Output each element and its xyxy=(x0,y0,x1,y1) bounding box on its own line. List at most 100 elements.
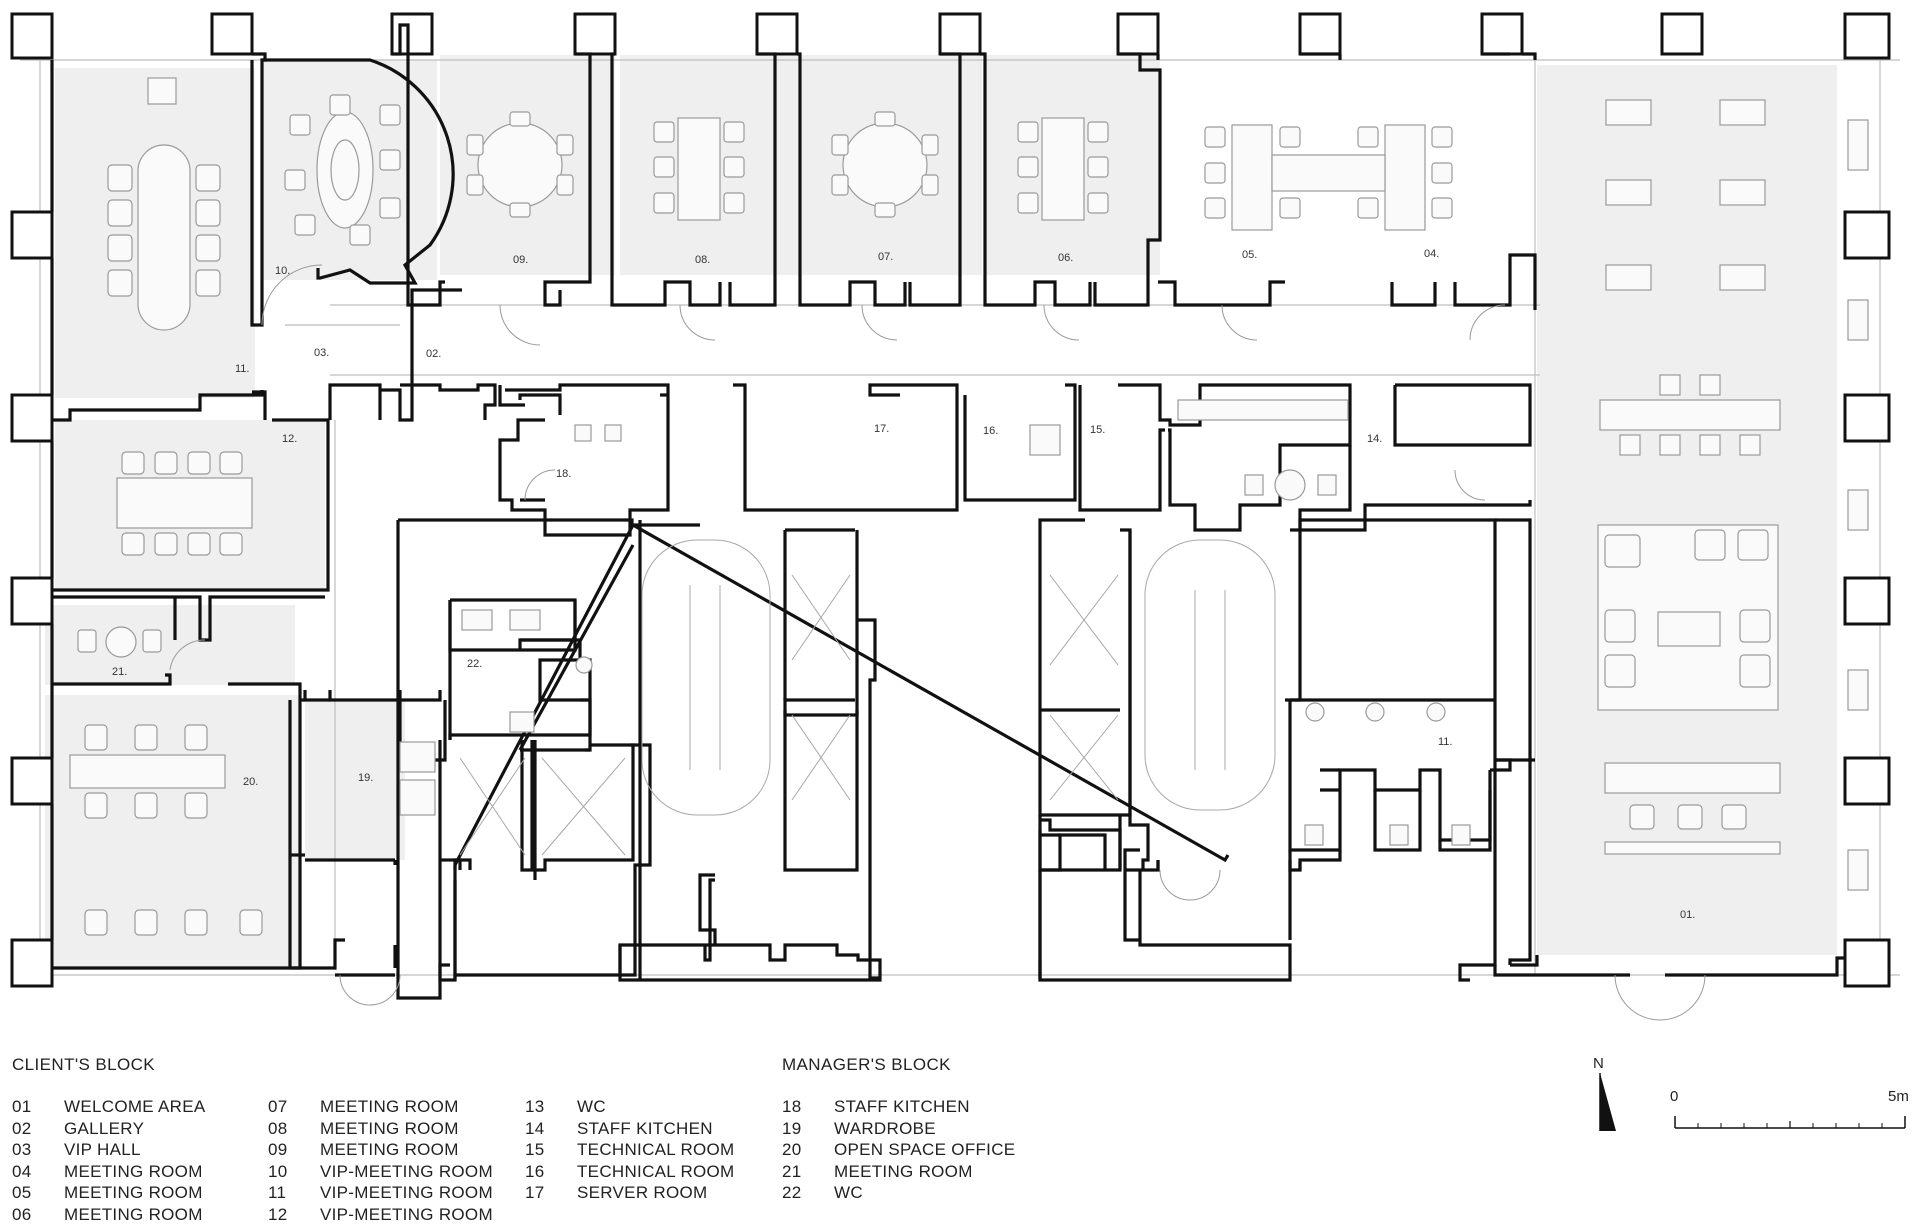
legend-row-number: 02 xyxy=(12,1118,32,1138)
legend-row-name: WC xyxy=(834,1183,863,1202)
legend-row: 01 WELCOME AREA xyxy=(12,1097,206,1119)
legend-row-name: STAFF KITCHEN xyxy=(834,1097,970,1116)
room-floors xyxy=(45,55,1837,970)
north-arrow: N xyxy=(1590,1055,1620,1135)
room-label-03: 03. xyxy=(314,347,329,359)
legend-row-name: MEETING ROOM xyxy=(320,1118,459,1138)
legend-row: 03 VIP HALL xyxy=(12,1140,206,1162)
room-label-09: 09. xyxy=(513,254,528,266)
room-label-10: 10. xyxy=(275,265,290,277)
legend-row: 16 TECHNICAL ROOM xyxy=(525,1162,735,1184)
north-arrow-icon xyxy=(1599,1073,1616,1131)
legend-row-number: 15 xyxy=(525,1140,545,1159)
walls xyxy=(50,23,1845,1000)
legend-row: 12 VIP-MEETING ROOM xyxy=(268,1205,493,1227)
legend-row-name: MEETING ROOM xyxy=(64,1183,203,1202)
legend-row-name: VIP-MEETING ROOM xyxy=(320,1204,493,1224)
legend-row-number: 07 xyxy=(268,1097,288,1116)
legend-row-name: VIP-MEETING ROOM xyxy=(320,1183,493,1202)
legend-row: 20 OPEN SPACE OFFICE xyxy=(782,1140,1015,1162)
room-label-19: 19. xyxy=(358,772,373,784)
room-label-04: 04. xyxy=(1424,248,1439,260)
legend-row-number: 13 xyxy=(525,1097,545,1116)
legend-row-name: VIP-MEETING ROOM xyxy=(320,1161,493,1181)
room-label-01: 01. xyxy=(1680,909,1695,921)
legend-row-name: MEETING ROOM xyxy=(320,1097,459,1116)
legend-row: 08 MEETING ROOM xyxy=(268,1119,493,1141)
room-label-05: 05. xyxy=(1242,249,1257,261)
scale-start-label: 0 xyxy=(1670,1088,1679,1105)
legend-row: 19 WARDROBE xyxy=(782,1119,1015,1141)
legend-row-name: TECHNICAL ROOM xyxy=(577,1161,735,1181)
legend-row-name: MEETING ROOM xyxy=(320,1140,459,1159)
legend-row: 02 GALLERY xyxy=(12,1119,206,1141)
floor-wardrobe xyxy=(305,700,405,860)
legend-row-name: WELCOME AREA xyxy=(64,1097,206,1116)
legend-row: 10 VIP-MEETING ROOM xyxy=(268,1162,493,1184)
room-label-08: 08. xyxy=(695,254,710,266)
room-label-17: 17. xyxy=(874,423,889,435)
legend-row-number: 05 xyxy=(12,1183,32,1202)
legend-row-number: 20 xyxy=(782,1140,802,1159)
scale-end-label: 5m xyxy=(1888,1088,1909,1105)
room-label-11b: 11. xyxy=(1438,736,1452,748)
room-label-11a: 11. xyxy=(235,363,249,375)
legend-row-number: 18 xyxy=(782,1097,802,1116)
room-label-21: 21. xyxy=(112,666,127,678)
legend-row: 22 WC xyxy=(782,1183,1015,1205)
legend-row: 11 VIP-MEETING ROOM xyxy=(268,1183,493,1205)
legend-row-number: 11 xyxy=(268,1183,287,1202)
legend-row-number: 09 xyxy=(268,1140,288,1159)
legend-row-name: TECHNICAL ROOM xyxy=(577,1140,735,1159)
room-label-12: 12. xyxy=(282,433,297,445)
legend-row-number: 14 xyxy=(525,1118,545,1138)
legend-row-name: STAFF KITCHEN xyxy=(577,1118,713,1138)
room-label-16: 16. xyxy=(983,425,998,437)
legend-row-number: 06 xyxy=(12,1204,32,1224)
room-label-15: 15. xyxy=(1090,424,1105,436)
legend-manager-column: 18 STAFF KITCHEN 19 WARDROBE 20 OPEN SPACE … xyxy=(782,1097,1015,1205)
legend-row-number: 04 xyxy=(12,1161,32,1181)
legend-row-number: 10 xyxy=(268,1161,288,1181)
legend-row-name: GALLERY xyxy=(64,1118,145,1138)
scale-bar: 0 5m xyxy=(1670,1088,1910,1138)
room-labels: 01. 02. 03. 04. 05. 06. 07. 08. 09. 10. … xyxy=(112,248,1695,921)
legend-client-block-title: CLIENT'S BLOCK xyxy=(12,1055,155,1074)
legend-row-number: 16 xyxy=(525,1161,545,1181)
legend-row-number: 12 xyxy=(268,1204,288,1224)
legend-row: 07 MEETING ROOM xyxy=(268,1097,493,1119)
legend-row-number: 08 xyxy=(268,1118,288,1138)
legend-row: 14 STAFF KITCHEN xyxy=(525,1119,735,1141)
door-swings xyxy=(169,264,1706,1021)
room-label-06: 06. xyxy=(1058,252,1073,264)
room-label-14: 14. xyxy=(1367,433,1382,445)
legend-row-name: WARDROBE xyxy=(834,1118,936,1138)
scale-ruler xyxy=(1674,1116,1906,1129)
room-label-20: 20. xyxy=(243,776,258,788)
legend-row-name: MEETING ROOM xyxy=(834,1161,973,1181)
legend-row-name: SERVER ROOM xyxy=(577,1183,708,1202)
legend-row: 18 STAFF KITCHEN xyxy=(782,1097,1015,1119)
north-label: N xyxy=(1593,1055,1604,1072)
legend-row-name: MEETING ROOM xyxy=(64,1161,203,1181)
legend-row-number: 17 xyxy=(525,1183,545,1202)
legend-row: 04 MEETING ROOM xyxy=(12,1162,206,1184)
room-label-18: 18. xyxy=(556,468,571,480)
legend-row-name: OPEN SPACE OFFICE xyxy=(834,1140,1016,1159)
legend-row-number: 19 xyxy=(782,1118,802,1138)
room-label-07: 07. xyxy=(878,251,893,263)
legend-row-name: MEETING ROOM xyxy=(64,1204,203,1224)
legend-row-number: 22 xyxy=(782,1183,802,1202)
legend-row: 17 SERVER ROOM xyxy=(525,1183,735,1205)
legend-row: 05 MEETING ROOM xyxy=(12,1183,206,1205)
legend-row-number: 01 xyxy=(12,1097,32,1116)
legend-row-number: 03 xyxy=(12,1140,32,1159)
legend-row: 06 MEETING ROOM xyxy=(12,1205,206,1227)
legend-row-name: VIP HALL xyxy=(64,1140,141,1159)
